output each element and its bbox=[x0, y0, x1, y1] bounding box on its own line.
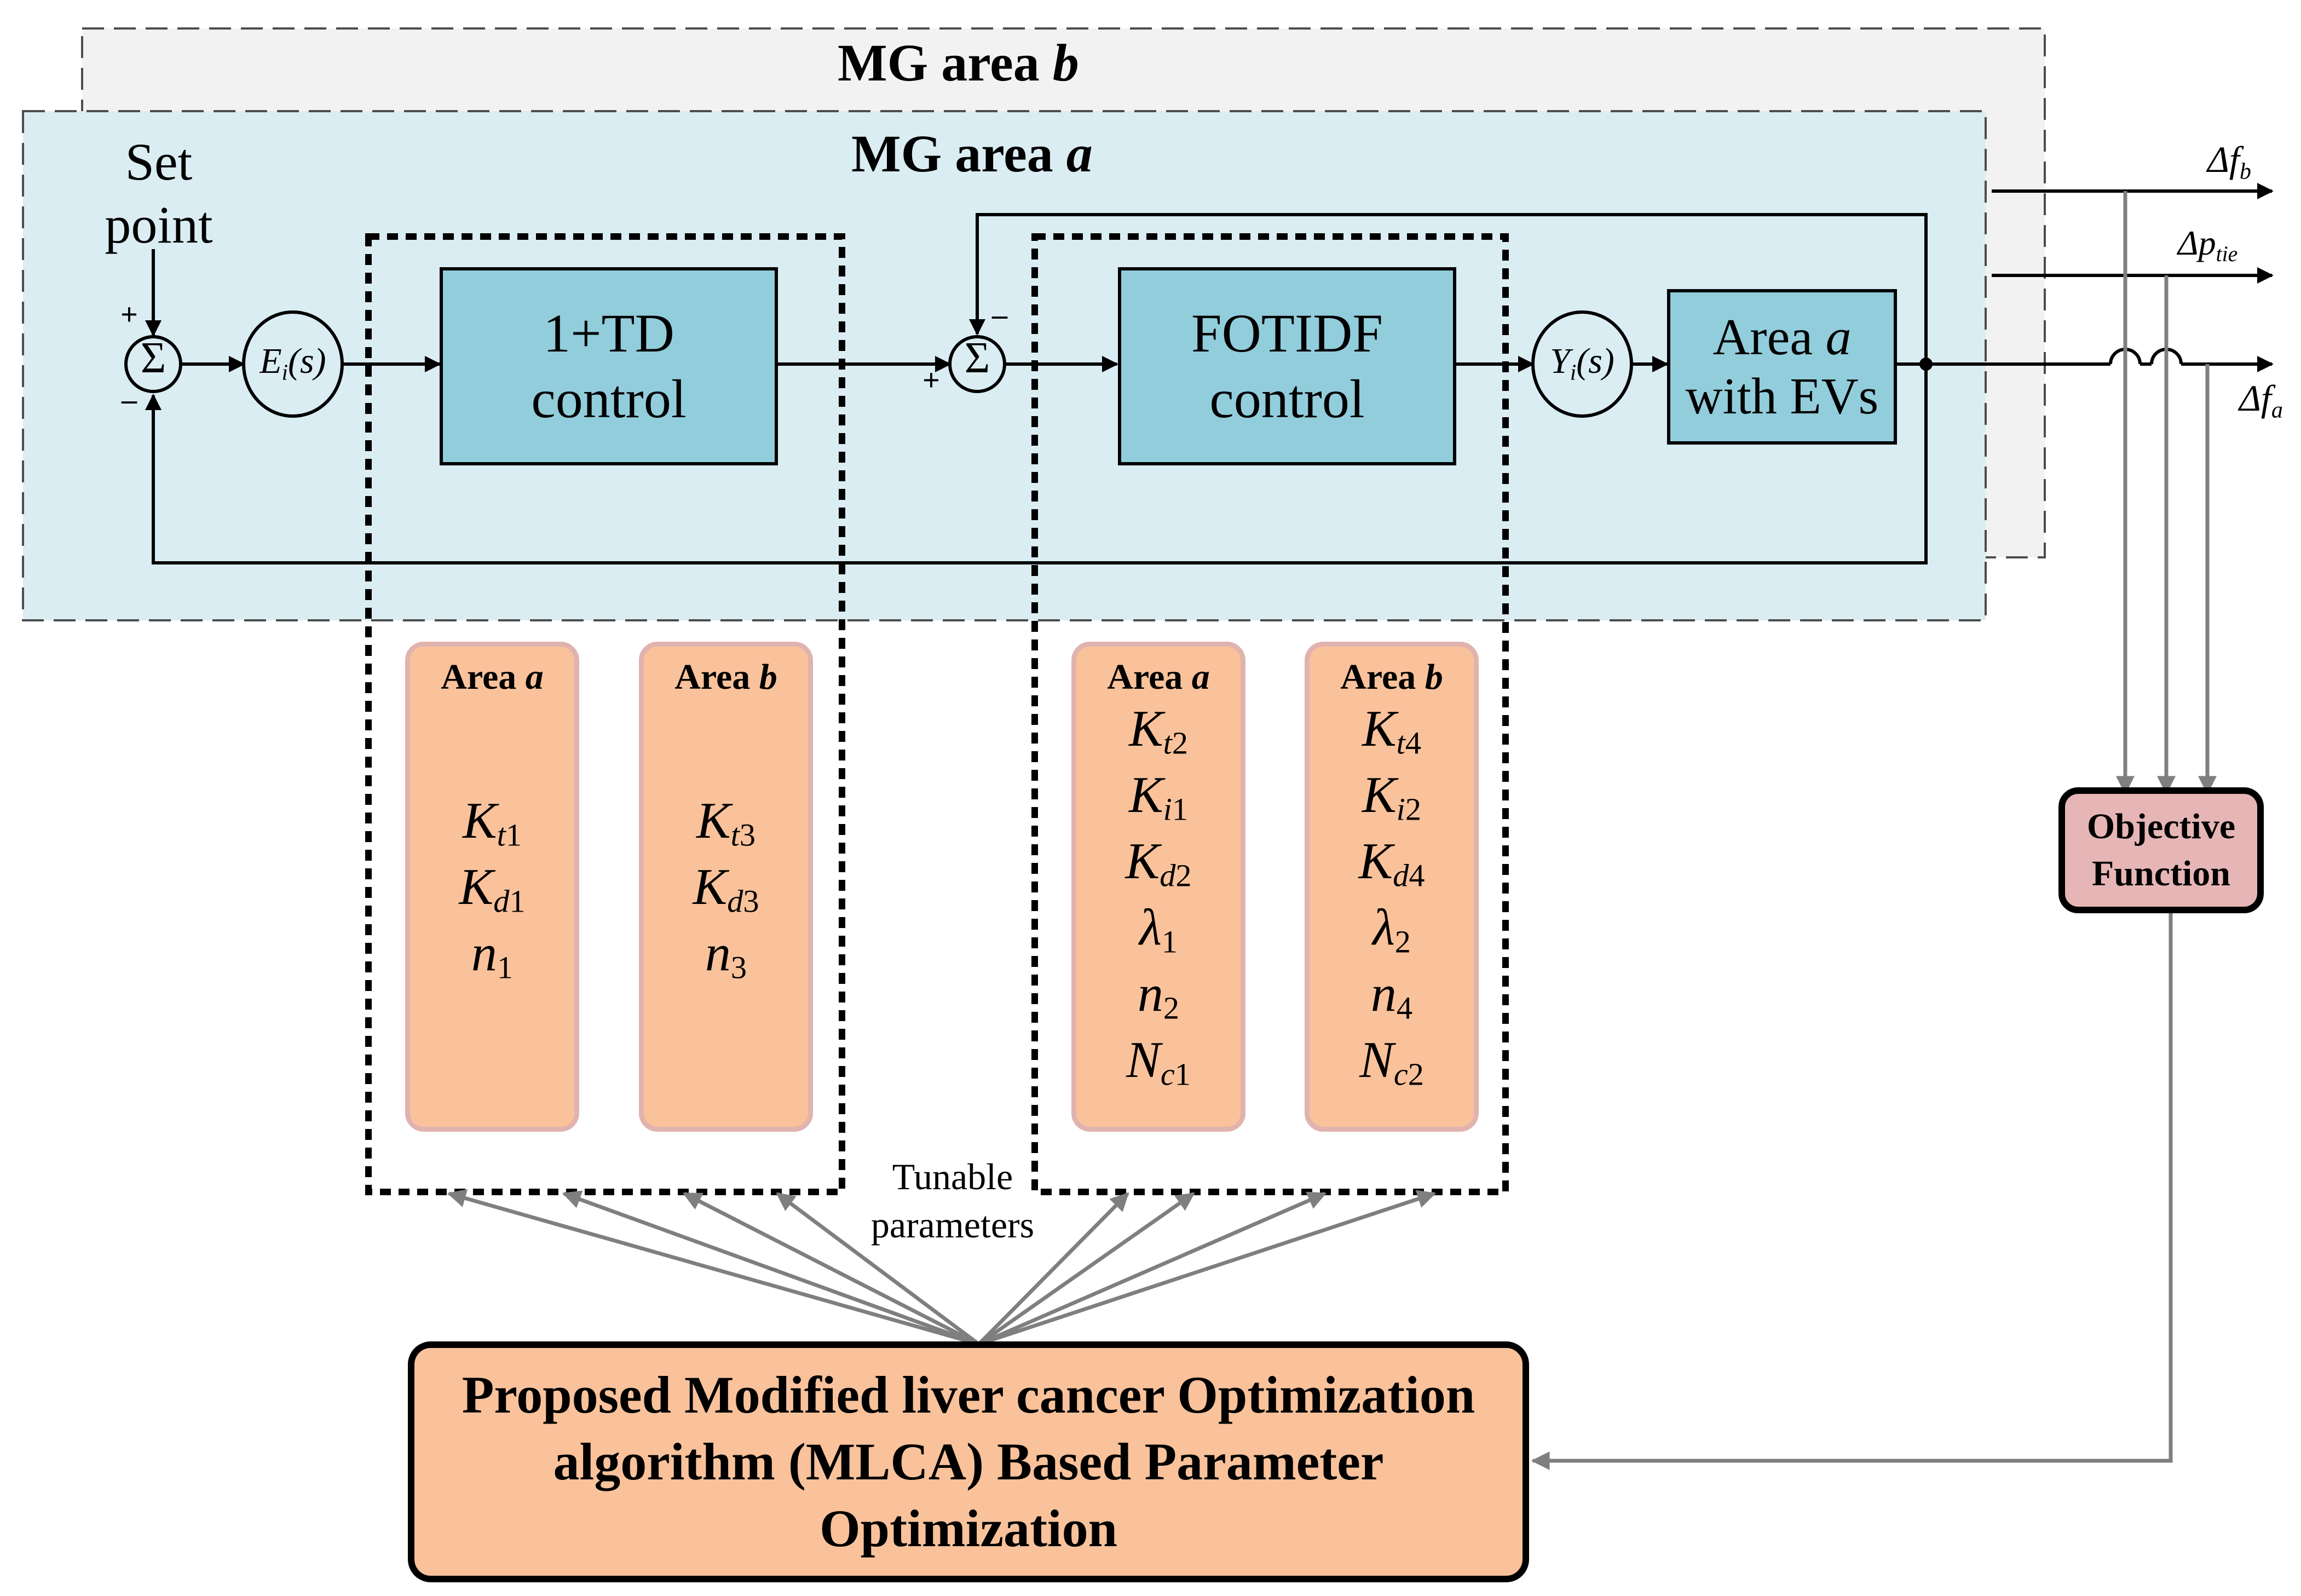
summing-junction-2-symbol: Σ bbox=[964, 334, 990, 382]
param-item: Kt2 bbox=[1128, 700, 1189, 761]
fotidf-control-block: FOTIDF control bbox=[1118, 267, 1456, 465]
optimizer-line3: Optimization bbox=[820, 1499, 1117, 1558]
td-control-block: 1+TD control bbox=[440, 267, 778, 465]
optimizer-line1: Proposed Modified liver cancer Optimizat… bbox=[462, 1365, 1475, 1425]
param-list: Kt4 Ki2 Kd4 λ2 n4 Nc2 bbox=[1310, 696, 1474, 1093]
td-controller-group bbox=[365, 233, 845, 1195]
param-item: Ki2 bbox=[1362, 767, 1422, 827]
sum2-minus-sign: – bbox=[992, 298, 1007, 332]
param-item: Kt3 bbox=[696, 792, 756, 853]
optimizer-line2: algorithm (MLCA) Based Parameter bbox=[553, 1432, 1384, 1491]
sum1-minus-sign: – bbox=[122, 383, 137, 417]
param-panel-title: Area a bbox=[441, 657, 544, 697]
param-item: Nc1 bbox=[1126, 1032, 1191, 1092]
mg-area-a-title: MG area a bbox=[851, 124, 1093, 183]
param-item: Kd3 bbox=[693, 859, 759, 919]
fotidf-controller-group bbox=[1031, 233, 1509, 1195]
param-list: Kt1 Kd1 n1 bbox=[410, 788, 574, 987]
param-list: Kt2 Ki1 Kd2 λ1 n2 Nc1 bbox=[1076, 696, 1241, 1093]
mlca-optimizer-block: Proposed Modified liver cancer Optimizat… bbox=[408, 1341, 1529, 1582]
fotidf-control-line2: control bbox=[1209, 368, 1365, 429]
param-item: n3 bbox=[705, 925, 747, 986]
output-delta-fa: Δfa bbox=[2239, 377, 2283, 423]
mg-area-b-title: MG area b bbox=[838, 33, 1079, 92]
branch-node bbox=[1919, 358, 1933, 371]
param-panel-title: Area b bbox=[1340, 657, 1443, 697]
param-item: Ki1 bbox=[1128, 767, 1189, 827]
objective-line1: Objective bbox=[2086, 806, 2236, 847]
param-item: λ2 bbox=[1372, 899, 1411, 960]
plant-line2: with EVs bbox=[1685, 368, 1879, 425]
param-list: Kt3 Kd3 n3 bbox=[644, 788, 808, 987]
param-panel-fotidf-area-a: Area a Kt2 Ki1 Kd2 λ1 n2 Nc1 bbox=[1071, 642, 1245, 1132]
signal-wires bbox=[145, 183, 2274, 564]
objective-feed-lines bbox=[1531, 191, 2217, 1470]
param-item: Kd4 bbox=[1358, 833, 1425, 894]
summing-junction-2 bbox=[948, 335, 1006, 393]
tuning-arrows bbox=[447, 1189, 1437, 1346]
set-point-label: Set point bbox=[105, 132, 213, 255]
param-item: Kt1 bbox=[462, 792, 522, 853]
param-panel-title: Area a bbox=[1107, 657, 1210, 697]
td-control-line1: 1+TD bbox=[543, 303, 674, 364]
param-panel-title: Area b bbox=[674, 657, 777, 697]
param-panel-td-area-b: Area b Kt3 Kd3 n3 bbox=[639, 642, 813, 1132]
plant-line1: Area a bbox=[1712, 308, 1852, 366]
output-delta-ptie: Δptie bbox=[2178, 223, 2238, 266]
error-signal-label: Ei(s) bbox=[259, 341, 326, 385]
summing-junction-1 bbox=[124, 335, 182, 393]
param-item: Kd2 bbox=[1125, 833, 1192, 894]
param-item: Nc2 bbox=[1359, 1032, 1424, 1092]
param-item: Kd1 bbox=[459, 859, 526, 919]
td-control-line2: control bbox=[531, 368, 687, 429]
sum2-plus-sign: + bbox=[922, 364, 940, 397]
param-item: λ1 bbox=[1139, 899, 1178, 960]
param-item: n2 bbox=[1137, 965, 1180, 1026]
fotidf-control-line1: FOTIDF bbox=[1191, 303, 1383, 364]
objective-function-block: Objective Function bbox=[2058, 787, 2264, 913]
summing-junction-1-symbol: Σ bbox=[140, 334, 166, 382]
tunable-parameters-label: Tunable parameters bbox=[870, 1156, 1035, 1246]
param-panel-fotidf-area-b: Area b Kt4 Ki2 Kd4 λ2 n4 Nc2 bbox=[1305, 642, 1479, 1132]
plant-area-a-block: Area a with EVs bbox=[1667, 289, 1897, 445]
sum1-plus-sign: + bbox=[120, 298, 138, 332]
output-delta-fb: Δfb bbox=[2207, 139, 2251, 185]
param-item: n1 bbox=[471, 925, 514, 986]
param-item: n4 bbox=[1370, 965, 1413, 1026]
objective-line2: Function bbox=[2091, 854, 2231, 894]
error-signal-node bbox=[242, 310, 344, 418]
param-item: Kt4 bbox=[1362, 700, 1422, 761]
output-signal-label: Yi(s) bbox=[1550, 341, 1614, 385]
param-panel-td-area-a: Area a Kt1 Kd1 n1 bbox=[405, 642, 579, 1132]
output-signal-node bbox=[1531, 310, 1633, 418]
